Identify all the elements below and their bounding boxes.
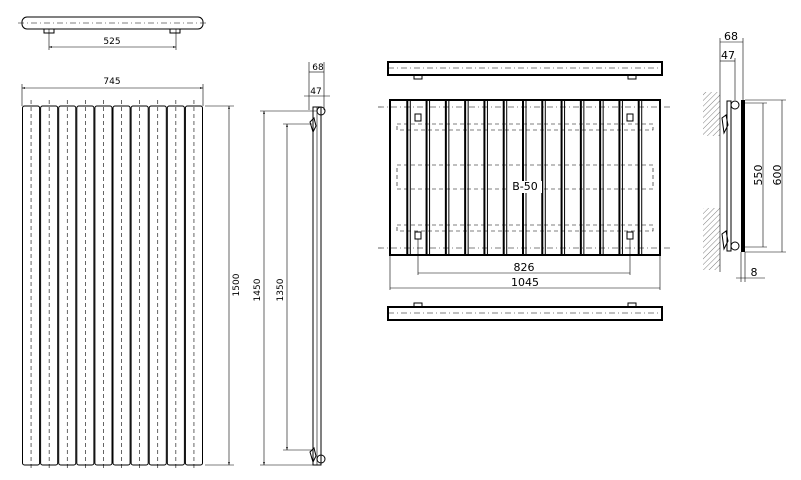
model-label: B-50 bbox=[512, 180, 538, 193]
dim-8: 8 bbox=[751, 266, 758, 279]
drawing-b-bottom-view bbox=[387, 302, 663, 321]
dim-600: 600 bbox=[771, 165, 784, 186]
drawing-a-side-view: 68 47 1450 1350 bbox=[253, 62, 330, 466]
drawing-a-front-view: 745 1500 bbox=[21, 77, 242, 470]
dim-826: 826 bbox=[514, 261, 535, 274]
dim-550: 550 bbox=[752, 165, 765, 186]
dim-745: 745 bbox=[103, 77, 120, 87]
drawing-b-top-view bbox=[387, 61, 663, 80]
dim-68-b: 68 bbox=[724, 30, 738, 43]
dim-1450: 1450 bbox=[253, 278, 263, 301]
dim-1350: 1350 bbox=[276, 278, 286, 301]
dim-525: 525 bbox=[103, 37, 120, 47]
drawing-a-top-view: 525 bbox=[18, 16, 207, 50]
dim-1500: 1500 bbox=[232, 273, 242, 296]
drawing-b-side-view: 68 47 550 600 8 bbox=[703, 30, 786, 282]
dim-47: 47 bbox=[310, 87, 321, 97]
dim-68: 68 bbox=[312, 63, 324, 73]
dim-1045: 1045 bbox=[511, 276, 539, 289]
drawing-b-front-view: B-50 826 1045 bbox=[378, 99, 672, 290]
dim-47-b: 47 bbox=[721, 49, 735, 62]
